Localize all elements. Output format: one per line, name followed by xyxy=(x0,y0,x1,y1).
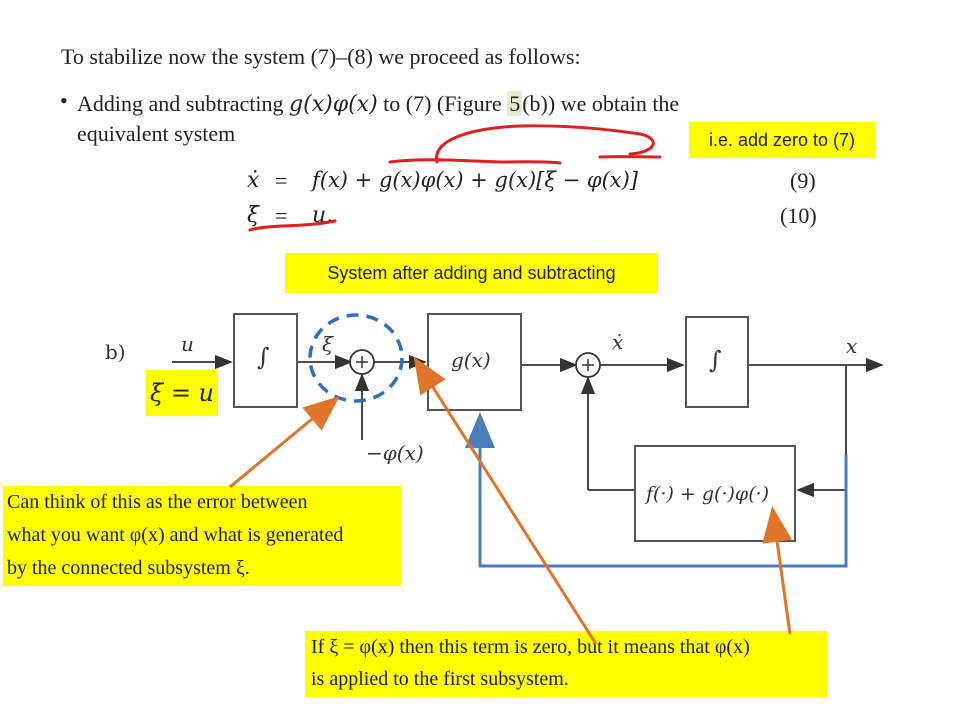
output-x-label: x xyxy=(846,334,858,358)
integral-symbol-2: ∫ xyxy=(709,346,722,374)
input-u-label: u xyxy=(181,332,194,356)
bullet-text-mid: to (7) (Figure xyxy=(377,91,508,116)
orange-arrows xyxy=(229,356,792,645)
error-note-line-2: what you want φ(x) and what is generated xyxy=(7,524,344,546)
figure-number-highlight: 5 xyxy=(507,91,523,116)
red-underline-term xyxy=(388,158,562,165)
system-after-callout: System after adding and subtracting xyxy=(285,253,658,293)
summing-junction-1 xyxy=(349,349,375,375)
eq9-number: (9) xyxy=(790,168,816,193)
integral-symbol-1: ∫ xyxy=(257,343,270,371)
error-note-line-1: Can think of this as the error between xyxy=(7,491,308,513)
eq9-rhs: f(x) + g(x)φ(x) + g(x)[ξ − φ(x)] xyxy=(312,168,639,192)
xi-label: ξ xyxy=(322,332,334,356)
label-b: b) xyxy=(105,340,126,364)
integrator-block-1: ∫ xyxy=(233,313,298,408)
bullet-text-post: (b)) we obtain the xyxy=(522,91,680,116)
xdot-label: ẋ xyxy=(612,330,624,354)
eq9-lhs: ẋ xyxy=(247,168,260,193)
intro-text: To stabilize now the system (7)–(8) we p… xyxy=(61,44,581,69)
bullet-text-pre: Adding and subtracting xyxy=(77,91,290,116)
eq10-lhs: ξ̇ xyxy=(247,203,260,228)
minus-phi-label: −φ(x) xyxy=(366,441,424,465)
arrow-term-to-gx xyxy=(413,356,598,645)
eq10-equals: = xyxy=(275,203,288,228)
eq9-equals: = xyxy=(275,168,288,193)
signal-wires xyxy=(172,354,884,498)
add-zero-callout: i.e. add zero to (7) xyxy=(689,122,875,158)
bullet-term: g(x)φ(x) xyxy=(289,92,378,117)
red-pen-annotations xyxy=(248,124,662,232)
arrow-error-to-junction xyxy=(229,396,340,489)
term-zero-callout: If ξ = φ(x) then this term is zero, but … xyxy=(305,631,827,697)
error-note-line-3: by the connected subsystem ξ. xyxy=(7,557,250,579)
blue-loop-annotation xyxy=(465,412,848,568)
term-zero-line-1: If ξ = φ(x) then this term is zero, but … xyxy=(311,636,750,658)
error-note-callout: Can think of this as the error between w… xyxy=(3,486,401,586)
term-zero-line-2: is applied to the first subsystem. xyxy=(311,668,569,690)
integrator-block-2: ∫ xyxy=(685,316,749,408)
dashed-circle-annotation xyxy=(308,313,404,403)
red-underline-u xyxy=(248,219,337,232)
bullet-line-1: Adding and subtracting g(x)φ(x) to (7) (… xyxy=(77,91,679,117)
feedback-label: f(·) + g(·)φ(·) xyxy=(646,483,770,505)
summing-junction-2 xyxy=(575,352,601,378)
bullet-dot: • xyxy=(60,88,68,113)
arrow-term-to-feedback xyxy=(762,506,792,635)
eq10-number: (10) xyxy=(780,203,817,228)
gx-label: g(x) xyxy=(451,348,491,372)
red-bracket-connector xyxy=(435,124,655,164)
xi-dot-eq-callout: ξ̇ = u xyxy=(146,370,218,416)
bullet-line-2: equivalent system xyxy=(77,121,236,146)
